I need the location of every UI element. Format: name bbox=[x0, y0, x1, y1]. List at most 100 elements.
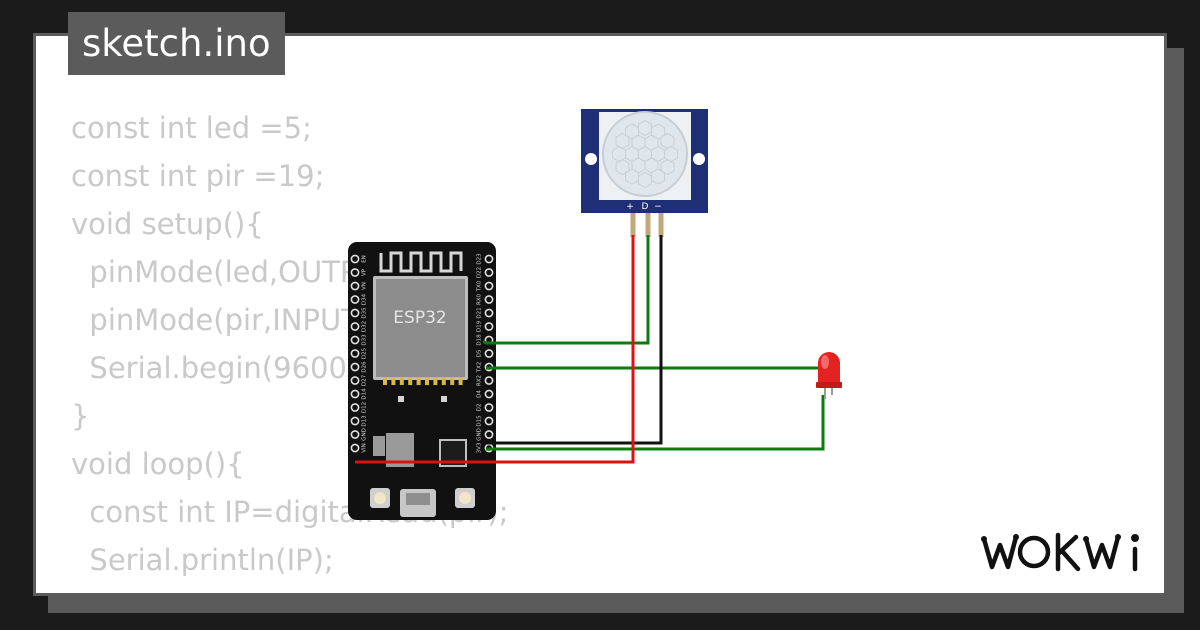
pin-d25[interactable] bbox=[350, 349, 360, 358]
pin-rx0[interactable] bbox=[484, 295, 494, 304]
pin-label: VP bbox=[362, 268, 368, 276]
pir-mount-hole-right bbox=[693, 153, 705, 165]
pin-d4[interactable] bbox=[484, 389, 494, 399]
right-pin-header[interactable]: D23D22TX0RX0D21D19D18D5TX2RX2D4D2D15GND3… bbox=[477, 253, 494, 454]
pin-label: 3V3 bbox=[477, 442, 483, 453]
pin-d23[interactable] bbox=[484, 254, 494, 264]
pin-label: D14 bbox=[362, 388, 368, 400]
antenna-trace bbox=[379, 251, 463, 273]
pin-label: EN bbox=[362, 255, 368, 263]
module-castellations bbox=[383, 377, 463, 385]
pin-label: D22 bbox=[477, 267, 483, 278]
reset-button-cap bbox=[459, 492, 471, 504]
castellation-pad bbox=[458, 377, 463, 385]
diagram-canvas[interactable]: const int led =5; const int pir =19; void … bbox=[33, 33, 1167, 596]
code-preview: const int led =5; const int pir =19; void … bbox=[71, 104, 508, 593]
wire-pir-vcc-to-vin[interactable] bbox=[355, 235, 635, 464]
wire-gnd-to-led[interactable] bbox=[486, 395, 825, 451]
led-rim bbox=[816, 382, 842, 388]
pin-d26[interactable] bbox=[350, 362, 360, 372]
pin-d2[interactable] bbox=[484, 403, 494, 412]
pin-label: TX2 bbox=[477, 362, 483, 374]
code-line: } bbox=[71, 399, 90, 433]
smd-part bbox=[441, 396, 447, 402]
file-tab[interactable]: sketch.ino bbox=[68, 12, 285, 75]
pin-d15[interactable] bbox=[484, 416, 494, 426]
usb-port bbox=[406, 493, 430, 505]
code-line: const int led =5; bbox=[71, 111, 312, 145]
pin-label: RX2 bbox=[477, 375, 483, 386]
dome-facet bbox=[660, 158, 675, 176]
pin-d33[interactable] bbox=[350, 335, 360, 345]
pin-label: D18 bbox=[477, 334, 483, 346]
pin-d13[interactable] bbox=[350, 416, 360, 426]
pir-pin-label: D bbox=[642, 202, 649, 212]
wire-pir-out-to-d19[interactable] bbox=[482, 235, 650, 345]
code-line: const int pir =19; bbox=[71, 159, 325, 193]
pin-en[interactable] bbox=[350, 254, 360, 264]
dome-facet bbox=[615, 158, 630, 176]
pin-label: D33 bbox=[362, 334, 368, 346]
pin-label: D26 bbox=[362, 361, 368, 373]
code-line: Serial.begin(9600); bbox=[71, 351, 369, 385]
pin-label: D21 bbox=[477, 307, 483, 318]
pin-d19[interactable] bbox=[484, 322, 494, 331]
pir-mount-hole-left bbox=[585, 153, 597, 165]
dome-facet bbox=[612, 145, 626, 163]
pin-rx2[interactable] bbox=[484, 376, 494, 385]
pin-label: GND bbox=[362, 428, 368, 441]
pin-d12[interactable] bbox=[350, 403, 360, 412]
esp32-board[interactable]: ESP32 ENVPVND34D35D32D33D25D26D27D14D12D… bbox=[348, 242, 496, 520]
circuit-diagram[interactable]: ESP32 ENVPVND34D35D32D33D25D26D27D14D12D… bbox=[36, 36, 1167, 596]
pir-pins[interactable]: + D− bbox=[626, 202, 664, 237]
pir-pin-label: + bbox=[626, 202, 634, 212]
wokwi-logo bbox=[981, 532, 1139, 572]
pin-gnd[interactable] bbox=[350, 430, 360, 439]
pin-d27[interactable] bbox=[350, 376, 360, 385]
pin-d14[interactable] bbox=[350, 389, 360, 399]
castellation-pad bbox=[425, 377, 429, 385]
pin-vin[interactable] bbox=[350, 443, 360, 453]
pin-label: D35 bbox=[362, 307, 368, 319]
pin-label: GND bbox=[477, 428, 483, 441]
pin-d21[interactable] bbox=[484, 308, 494, 318]
wires[interactable] bbox=[355, 235, 825, 464]
pin-label: D5 bbox=[477, 349, 483, 357]
boot-button-cap bbox=[374, 492, 386, 504]
code-line: void loop(){ bbox=[71, 447, 245, 481]
pin-tx0[interactable] bbox=[484, 281, 494, 291]
code-line: Serial.println(IP); bbox=[71, 543, 334, 577]
pin-label: VN bbox=[362, 282, 368, 290]
pin-d32[interactable] bbox=[350, 322, 360, 331]
led-highlight bbox=[821, 355, 829, 369]
pin-label: D34 bbox=[362, 293, 368, 305]
castellation-pad bbox=[399, 377, 404, 385]
pin-vp[interactable] bbox=[350, 268, 360, 277]
pir-pin-2[interactable] bbox=[658, 213, 664, 237]
castellation-pad bbox=[391, 377, 396, 385]
pin-label: D13 bbox=[362, 415, 368, 427]
pin-d22[interactable] bbox=[484, 268, 494, 277]
wire-pir-gnd[interactable] bbox=[486, 235, 663, 445]
red-led[interactable] bbox=[816, 352, 842, 399]
pin-label: D4 bbox=[477, 390, 483, 398]
pir-pin-1[interactable] bbox=[645, 213, 651, 237]
pir-sensor[interactable]: + D− bbox=[581, 109, 708, 237]
pin-d34[interactable] bbox=[350, 295, 360, 304]
pin-d5[interactable] bbox=[484, 349, 494, 358]
capacitor bbox=[373, 436, 385, 456]
left-pin-header[interactable]: ENVPVND34D35D32D33D25D26D27D14D12D13GNDV… bbox=[350, 254, 368, 453]
pin-vn[interactable] bbox=[350, 281, 360, 291]
pin-gnd[interactable] bbox=[484, 430, 494, 439]
castellation-pad bbox=[450, 377, 455, 385]
code-line: delay(100); bbox=[71, 584, 508, 593]
pin-label: D25 bbox=[362, 347, 368, 359]
castellation-pad bbox=[433, 377, 438, 385]
pin-d35[interactable] bbox=[350, 308, 360, 318]
pin-label: VIN bbox=[362, 443, 368, 453]
pir-pin-0[interactable] bbox=[630, 213, 636, 237]
pin-label: D27 bbox=[362, 374, 368, 386]
castellation-pad bbox=[383, 377, 387, 385]
pir-pin-label: − bbox=[654, 202, 662, 212]
esp32-module bbox=[376, 279, 465, 377]
